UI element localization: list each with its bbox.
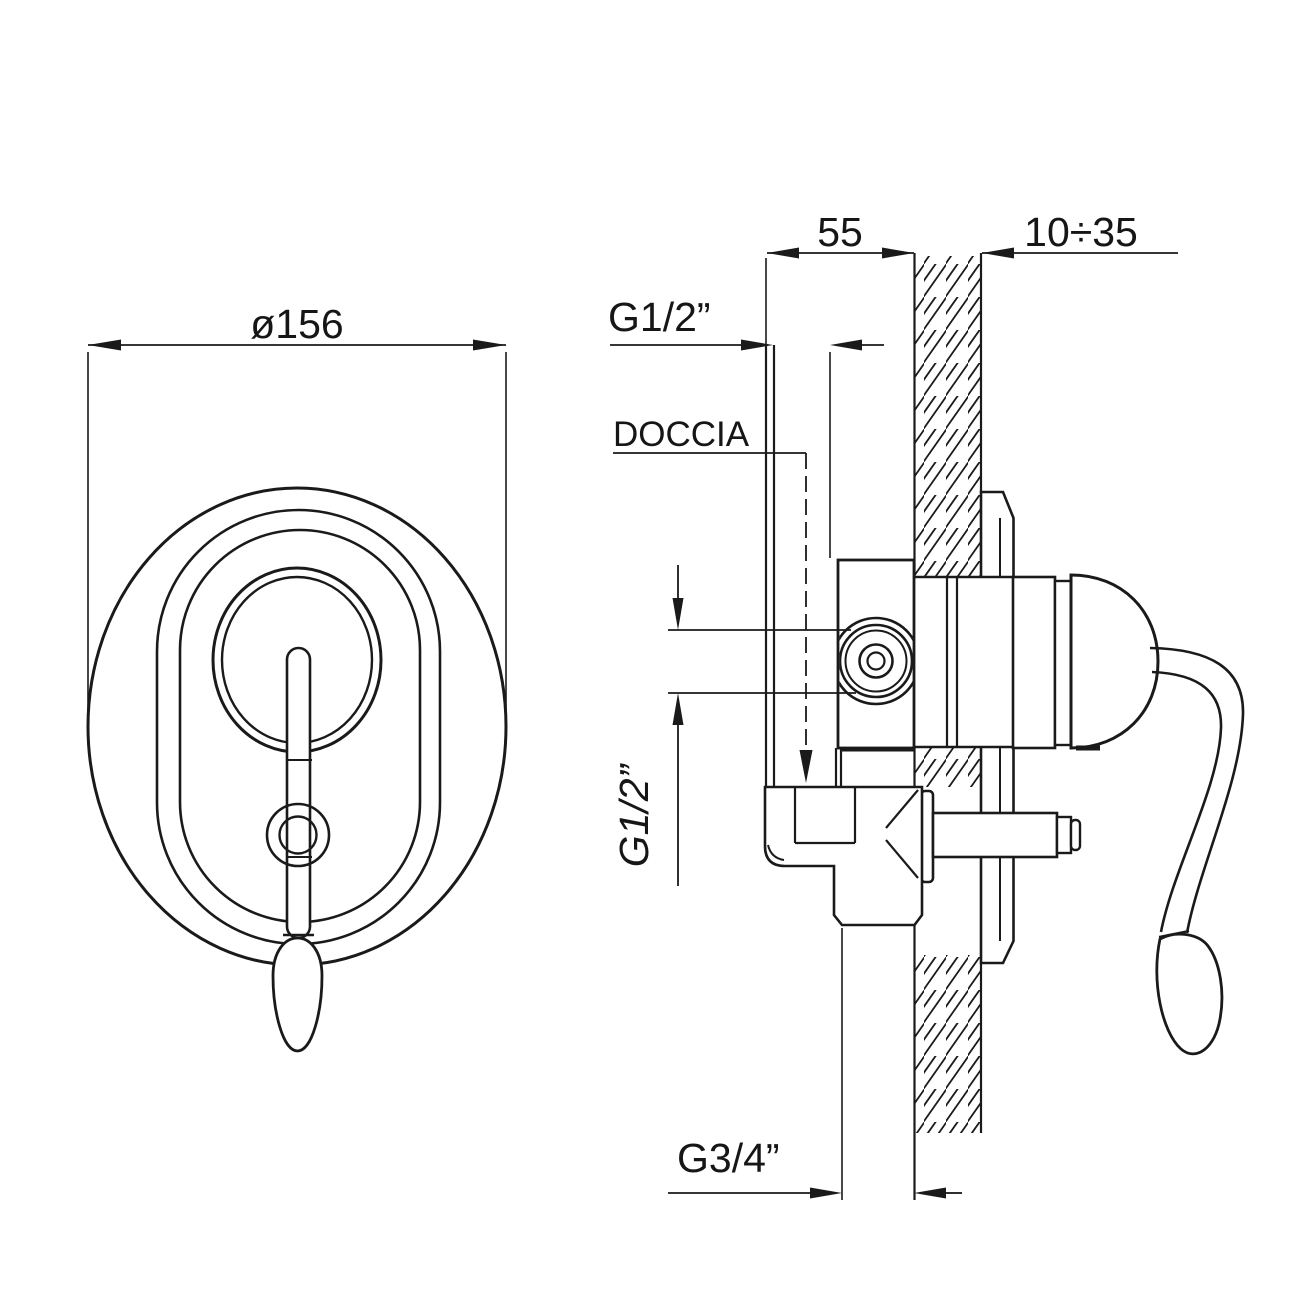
- arrowhead-left: [741, 339, 773, 351]
- arrowhead-right: [830, 339, 862, 351]
- lever-arm-inner: [1151, 670, 1223, 933]
- diverter-spigot: [919, 789, 1082, 884]
- side-view: 55 10÷35 G1/2” DOCCIA: [608, 209, 1245, 1200]
- depth-dimension: 55: [767, 209, 914, 259]
- wall-hatch-lower: [915, 955, 981, 1133]
- leader-lines: [668, 629, 856, 694]
- depth-label: 55: [817, 209, 863, 255]
- cartridge-sleeve-steps: [945, 577, 959, 747]
- tee-chamfer-lines: [885, 789, 919, 879]
- arrowhead-right: [882, 247, 914, 259]
- wall-finish-range-label: 10÷35: [1024, 209, 1138, 255]
- wall-finish-dimension: 10÷35: [982, 209, 1178, 259]
- riser-pipe: [764, 345, 776, 787]
- lever-stem: [285, 646, 312, 940]
- lever-grip-side: [1155, 932, 1224, 1056]
- arrowhead-up: [672, 693, 684, 725]
- wall-hatch: [915, 256, 981, 1133]
- wall-hatch-upper: [915, 256, 981, 577]
- arrowhead-left: [810, 1187, 842, 1199]
- tee-outline: [763, 785, 924, 927]
- wall-hatch-middle: [915, 748, 981, 787]
- shower-outlet-callout: DOCCIA: [613, 415, 813, 783]
- handle-ring: [1053, 579, 1073, 747]
- handle-dome: [1069, 573, 1160, 750]
- inlet-port-ring-4: [858, 643, 894, 679]
- inlet-port-boss: [839, 616, 913, 706]
- side-thread-label: G1/2”: [611, 762, 657, 867]
- top-thread-dimension: G1/2”: [608, 294, 884, 351]
- extension-lines: [87, 352, 507, 732]
- body-tee-neck: [834, 748, 843, 787]
- inlet-port-ring-2: [839, 623, 913, 699]
- mixer-body: [836, 558, 916, 750]
- inlet-port-hole: [866, 651, 886, 671]
- tee-inner-bore: [793, 787, 857, 845]
- arrowhead-right: [914, 1187, 946, 1199]
- front-view: ø156: [86, 301, 508, 1053]
- spigot-tip: [1069, 818, 1082, 852]
- bottom-thread-dimension: G3/4”: [668, 928, 962, 1200]
- lever-arm-outer: [1149, 646, 1245, 934]
- arrowhead-left: [767, 247, 799, 259]
- diverter-knob-outer: [265, 802, 331, 868]
- leader-arrowhead-down: [799, 750, 813, 783]
- arrowhead-left: [982, 247, 1014, 259]
- bottom-thread-label: G3/4”: [677, 1135, 780, 1181]
- inlet-port-ring-1: [839, 616, 913, 706]
- handle-base-cylinder: [1011, 575, 1057, 750]
- spigot-collar: [1055, 815, 1073, 855]
- tee-fitting: [763, 785, 924, 927]
- top-thread-label: G1/2”: [608, 294, 711, 340]
- arrowhead-right: [473, 339, 506, 351]
- spigot-barrel: [931, 811, 1059, 859]
- arrowhead-down: [672, 598, 684, 630]
- lever-grip-front: [271, 936, 324, 1053]
- cartridge-sleeve-edges: [914, 575, 1013, 749]
- arrowhead-left: [88, 339, 121, 351]
- cartridge-sleeve-body: [914, 577, 1013, 747]
- tee-corner-detail: [767, 844, 785, 861]
- cartridge-sleeve: [914, 575, 1013, 749]
- shower-outlet-label: DOCCIA: [613, 415, 750, 454]
- diverter-knob-inner: [278, 815, 318, 855]
- front-diameter-label: ø156: [250, 301, 343, 347]
- front-diameter-dimension: ø156: [87, 301, 507, 732]
- side-port-dimension: G1/2”: [611, 565, 856, 886]
- inlet-port-ring-3: [844, 629, 908, 693]
